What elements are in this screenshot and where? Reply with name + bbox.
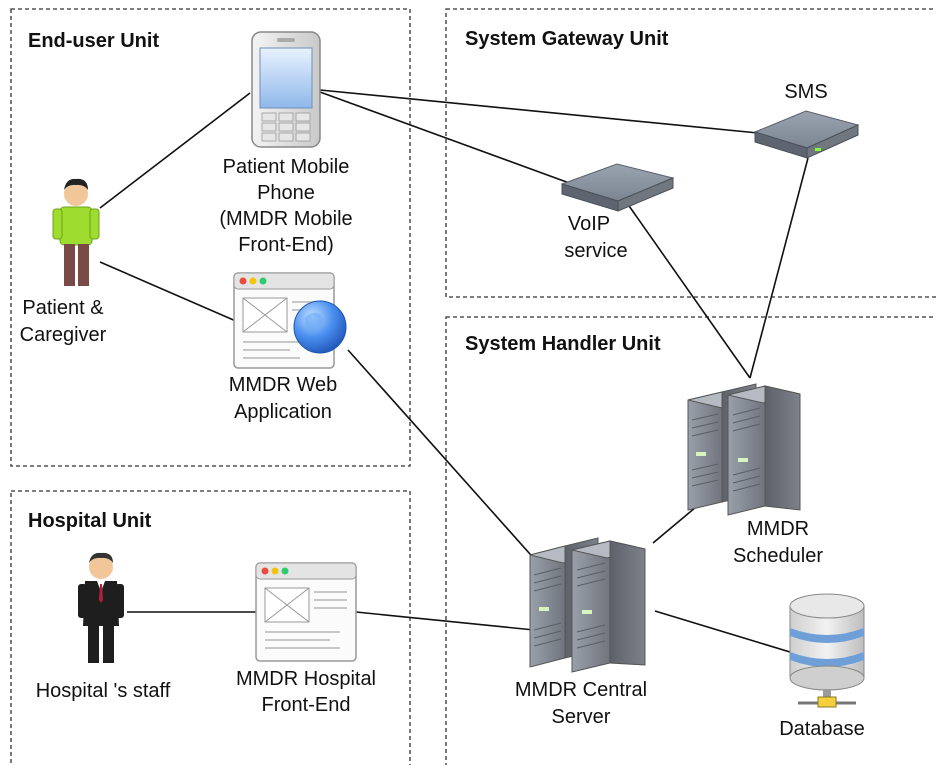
link-central-database — [654, 610, 791, 653]
link-hospital-frontend-central — [355, 611, 535, 631]
connections — [99, 89, 809, 653]
scheduler-server-icon — [687, 383, 801, 516]
link-webapp-central — [347, 349, 539, 564]
database-label: Database — [779, 718, 865, 740]
web-app-label-line1: MMDR Web — [229, 374, 338, 396]
central-server-label-line1: MMDR Central — [515, 679, 647, 701]
svg-text:Phone: Phone — [257, 182, 315, 204]
hospital-unit-title: Hospital Unit — [28, 510, 152, 532]
end-user-unit-box — [10, 8, 411, 467]
link-sms-scheduler — [749, 157, 809, 379]
scheduler-label-line2: Scheduler — [733, 545, 823, 567]
globe-icon — [293, 300, 347, 354]
hospital-front-end-label-line2: Front-End — [262, 694, 351, 716]
end-user-unit-title: End-user Unit — [28, 30, 159, 52]
central-server-label-line2: Server — [552, 706, 611, 728]
link-voip-scheduler — [626, 202, 751, 379]
voip-label-line1: VoIP — [568, 213, 610, 235]
link-patient-phone — [99, 92, 251, 209]
svg-text:Front-End): Front-End) — [238, 234, 334, 256]
web-application-icon — [233, 272, 347, 369]
database-icon — [789, 593, 865, 708]
link-patient-webapp — [99, 261, 246, 326]
system-gateway-unit-box — [445, 8, 936, 298]
scheduler-label-line1: MMDR — [747, 518, 809, 540]
link-phone-sms — [319, 89, 759, 134]
mobile-phone-icon — [251, 31, 321, 148]
svg-text:Patient Mobile: Patient Mobile — [223, 156, 350, 178]
hospital-front-end-label-line1: MMDR Hospital — [236, 668, 376, 690]
voip-router-icon — [560, 163, 675, 212]
system-gateway-unit-title: System Gateway Unit — [465, 28, 669, 50]
system-handler-unit-title: System Handler Unit — [465, 333, 661, 355]
link-phone-voip — [319, 91, 573, 185]
patient-label-line1: Patient & — [22, 297, 104, 319]
system-handler-unit-box — [445, 316, 936, 770]
svg-text:(MMDR Mobile: (MMDR Mobile — [219, 208, 352, 230]
central-server-icon — [529, 537, 646, 673]
sms-router-icon — [753, 110, 860, 159]
patient-icon — [52, 178, 100, 286]
hospital-staff-label: Hospital 's staff — [36, 680, 171, 702]
hospital-front-end-icon — [255, 562, 357, 662]
sms-label: SMS — [784, 81, 827, 103]
web-app-label-line2: Application — [234, 401, 332, 423]
hospital-staff-icon — [78, 552, 124, 663]
patient-phone-label: Patient Mobile Phone (MMDR Mobile Front-… — [219, 156, 352, 256]
hospital-unit-box — [10, 490, 411, 770]
patient-label-line2: Caregiver — [20, 324, 107, 346]
voip-label-line2: service — [564, 240, 627, 262]
